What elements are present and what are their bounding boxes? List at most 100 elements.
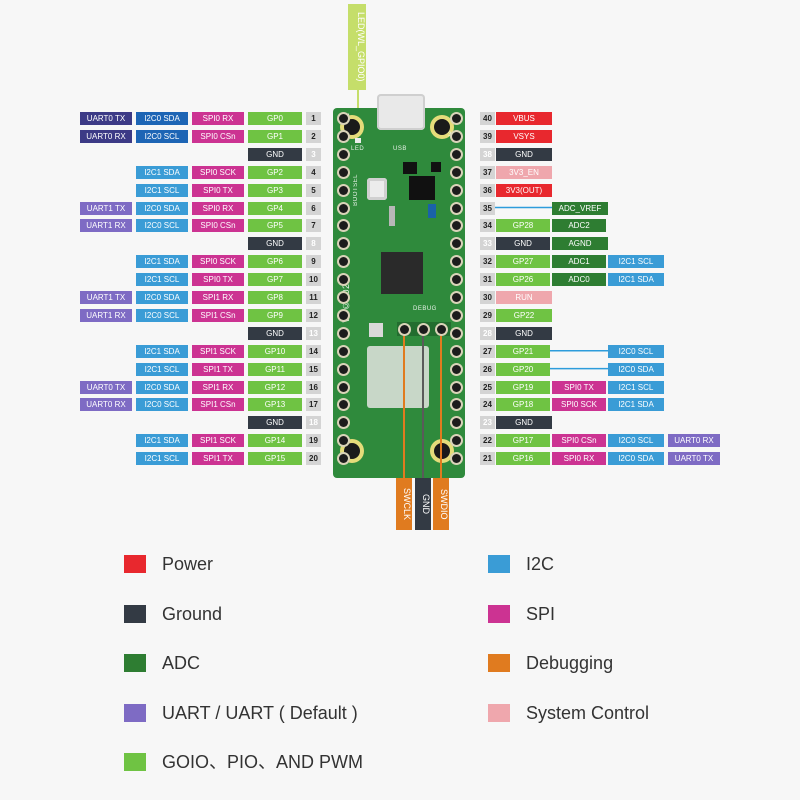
pin-label-i2c: I2C0 SCL	[608, 344, 664, 358]
pin-label-gpio: GP20	[496, 362, 550, 376]
legend-swatch	[488, 604, 510, 623]
uart-label: UART1 RX	[80, 219, 132, 233]
gpio-label: GP11	[248, 362, 302, 376]
pin-label-spi: SPI0 TX	[552, 380, 606, 394]
debug-wire	[440, 330, 442, 478]
pin-hole	[339, 257, 348, 267]
board-debug-text: DEBUG	[413, 306, 437, 312]
i2c-label: I2C1 SCL	[136, 362, 188, 376]
pin-hole	[452, 275, 461, 285]
i2c-label: I2C1 SCL	[136, 183, 188, 197]
debug-wire	[422, 330, 424, 478]
pin-number: 6	[306, 201, 321, 215]
pin-label-ground: GND	[496, 237, 550, 251]
pin-number: 19	[306, 434, 321, 448]
mount-hole	[344, 443, 360, 459]
chip	[428, 204, 436, 218]
pin-hole	[339, 293, 348, 302]
chip	[389, 206, 395, 226]
pin-number: 30	[480, 291, 495, 304]
pin-label-gpio: GP22	[496, 308, 552, 322]
spi-label: SPI1 TX	[192, 362, 244, 376]
i2c-label: I2C1 SDA	[136, 255, 188, 269]
gpio-label: GP10	[248, 344, 302, 358]
pin-label-adc: ADC1	[552, 255, 606, 269]
uart-label: UART1 TX	[80, 201, 132, 215]
pin-label-adc: ADC0	[552, 273, 606, 287]
i2c-label: I2C1 SDA	[136, 165, 188, 179]
gpio-label: GP12	[248, 380, 302, 394]
pin-number: 17	[306, 398, 321, 412]
pin-number: 35	[480, 201, 495, 215]
pin-hole	[452, 149, 461, 159]
spi-label: SPI1 RX	[192, 291, 244, 304]
pin-hole	[339, 364, 348, 374]
wifi-chip	[369, 323, 383, 337]
gpio-label: GP15	[248, 452, 302, 466]
pin-hole	[339, 239, 348, 249]
gpio-label: GP4	[248, 201, 302, 215]
pin-number: 28	[480, 326, 495, 340]
legend-label: SPI	[526, 603, 556, 624]
pin-hole	[452, 114, 461, 123]
i2c-label: I2C0 SCL	[136, 129, 188, 143]
pin-hole	[452, 203, 461, 213]
pin-number: 32	[480, 255, 495, 269]
board-usb-text: USB	[393, 146, 407, 152]
pin-number: 26	[480, 362, 495, 376]
spi-label: SPI0 SCK	[192, 165, 244, 179]
spi-label: SPI1 CSn	[192, 308, 244, 322]
pin-hole	[339, 400, 348, 410]
pin-hole	[452, 257, 461, 267]
chip	[403, 162, 417, 174]
pin-number: 36	[480, 183, 495, 197]
pin-number: 34	[480, 219, 495, 233]
pin-label-gpio: GP28	[496, 219, 550, 233]
board-pin1-text: 1	[347, 114, 351, 120]
pin-hole	[339, 310, 348, 320]
pin-hole	[339, 203, 348, 213]
legend-swatch	[124, 703, 146, 722]
pin-number: 12	[306, 308, 321, 322]
debug-pad	[400, 325, 409, 334]
uart-label: UART0 TX	[80, 112, 132, 125]
pin-number: 10	[306, 273, 321, 287]
debug-pad	[419, 325, 428, 334]
pin-hole	[339, 149, 348, 159]
pin-number: 25	[480, 380, 495, 394]
pin-label-ground: GND	[496, 147, 552, 161]
i2c-label: I2C1 SCL	[136, 273, 188, 287]
pin-label-i2c: I2C1 SDA	[608, 398, 664, 412]
pin-label-gpio: GP16	[496, 452, 550, 466]
pin-label-power: 3V3(OUT)	[496, 183, 552, 197]
gpio-label: GP8	[248, 291, 302, 304]
pin-hole	[452, 418, 461, 428]
legend-swatch	[124, 753, 146, 771]
pin-number: 11	[306, 291, 321, 304]
pin-label-gpio: GP18	[496, 398, 550, 412]
board-pin39-text: 39	[448, 132, 456, 138]
uart-label: UART0 RX	[80, 129, 132, 143]
pin-label-ground: GND	[496, 416, 552, 430]
pin-number: 38	[480, 147, 495, 161]
pin-number: 8	[306, 237, 321, 251]
spi-label: SPI0 TX	[192, 183, 244, 197]
gnd-label: GND	[248, 416, 302, 430]
board-bootsel-text: BOOTSEL	[353, 174, 359, 206]
legend-label: Ground	[162, 603, 223, 624]
pin-label-system: 3V3_EN	[496, 165, 552, 179]
pin-hole	[339, 382, 348, 392]
debug-label-swdio: SWDIO	[433, 478, 449, 530]
legend-label: Power	[162, 554, 214, 574]
spi-label: SPI1 RX	[192, 380, 244, 394]
pin-number: 31	[480, 273, 495, 287]
uart-label: UART1 TX	[80, 291, 132, 304]
pin-label-i2c: I2C1 SCL	[608, 255, 664, 269]
rp2040-chip	[381, 252, 423, 294]
i2c-label: I2C0 SDA	[136, 112, 188, 125]
led-label: LED(WL_GPIO0)	[348, 4, 366, 90]
pin-hole	[452, 310, 461, 320]
spi-label: SPI1 CSn	[192, 398, 244, 412]
uart-label: UART0 TX	[80, 380, 132, 394]
pin-hole	[452, 400, 461, 410]
